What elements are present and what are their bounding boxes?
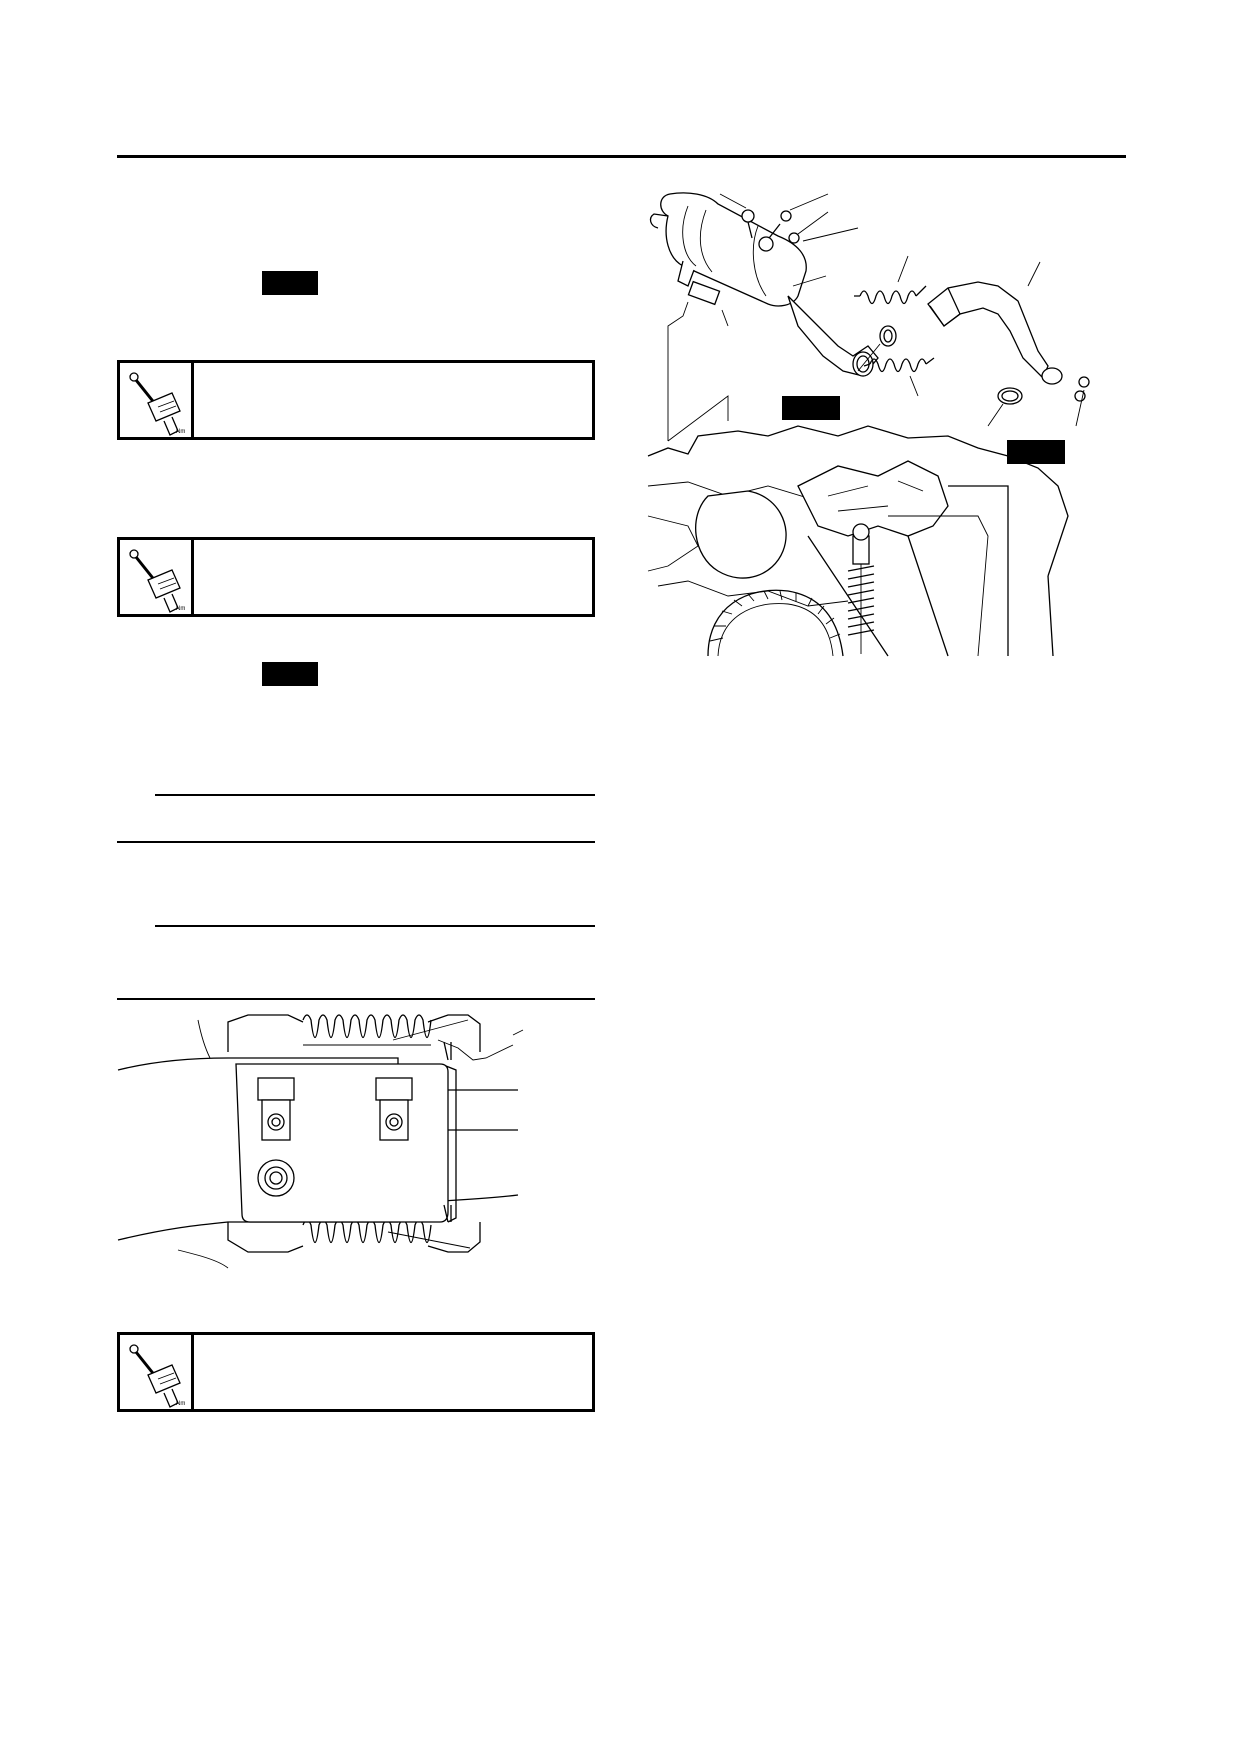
svg-text:Nm: Nm xyxy=(176,1401,185,1407)
new-part-badge xyxy=(782,396,840,420)
svg-text:Nm: Nm xyxy=(176,429,185,435)
torque-wrench-icon: Nm xyxy=(120,540,194,614)
note-rule-short xyxy=(155,925,595,927)
note-rule-long xyxy=(117,841,595,843)
muffler-spring-diagram xyxy=(117,1014,524,1269)
note-rule-long xyxy=(117,998,595,1000)
new-part-badge xyxy=(1007,440,1065,464)
torque-spec-box: Nm xyxy=(117,1332,595,1412)
svg-text:Nm: Nm xyxy=(176,606,185,612)
torque-wrench-icon: Nm xyxy=(120,363,194,437)
torque-wrench-icon: Nm xyxy=(120,1335,194,1409)
torque-spec-box: Nm xyxy=(117,537,595,617)
new-part-badge xyxy=(262,662,318,686)
note-rule-short xyxy=(155,794,595,796)
torque-spec-box: Nm xyxy=(117,360,595,440)
exploded-exhaust-diagram xyxy=(647,192,1090,657)
new-part-badge xyxy=(262,271,318,295)
header-rule xyxy=(117,155,1126,158)
